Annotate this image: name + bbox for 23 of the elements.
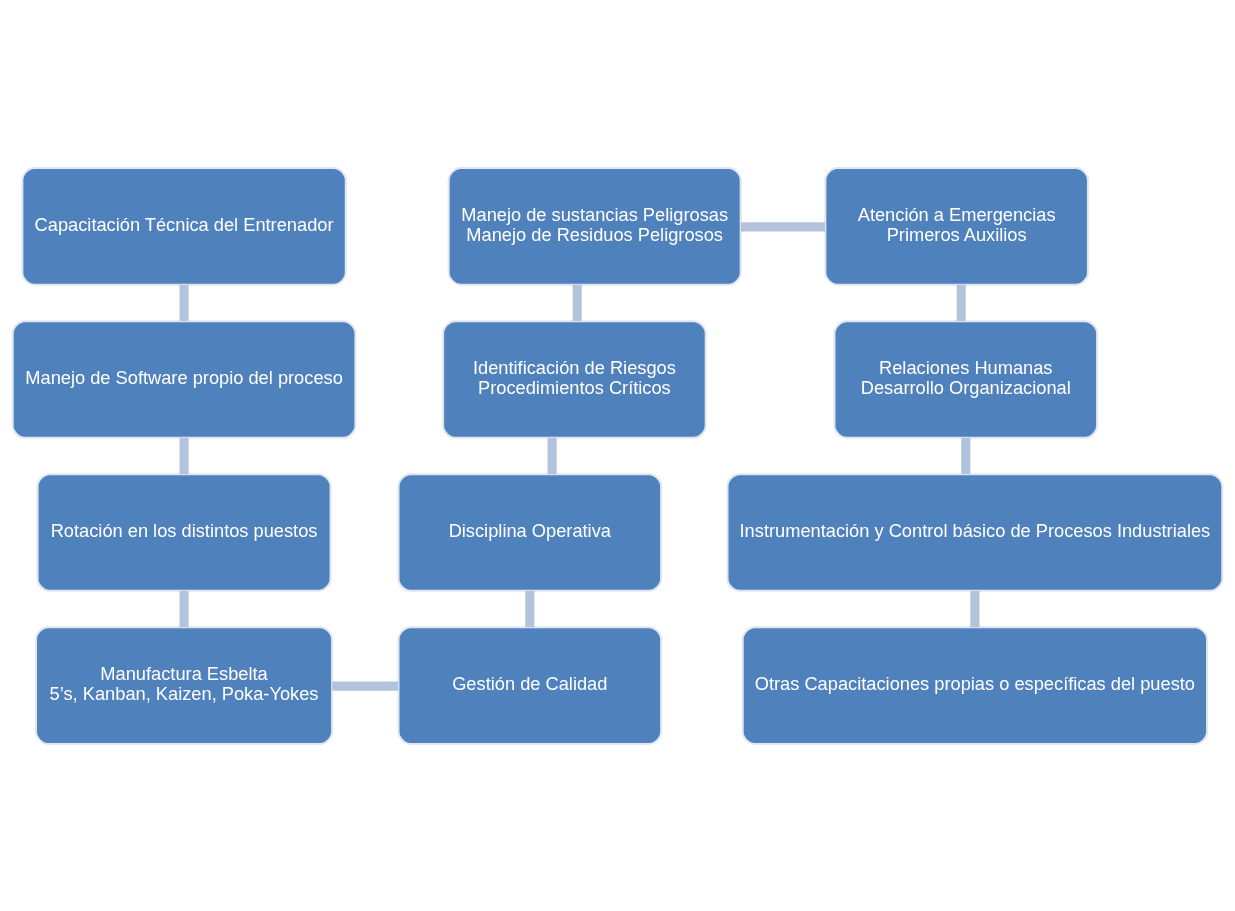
node-box: Relaciones Humanas Desarrollo Organizacional xyxy=(833,319,1099,439)
connector xyxy=(525,590,535,627)
connector xyxy=(179,437,189,474)
connector xyxy=(956,284,966,321)
node-box: Gestión de Calidad xyxy=(397,625,663,745)
connector xyxy=(740,221,826,231)
node-box: Atención a Emergencias Primeros Auxilios xyxy=(824,166,1089,286)
node-box: Instrumentación y Control básico de Procesos Industriales xyxy=(726,472,1224,592)
connector xyxy=(961,437,971,474)
connector xyxy=(179,284,189,321)
node-box: Rotación en los distintos puestos xyxy=(36,472,332,592)
node-box: Capacitación Técnica del Entrenador xyxy=(21,166,347,286)
connector xyxy=(970,590,980,627)
node-box: Manufactura Esbelta 5’s, Kanban, Kaizen, Poka-Yokes xyxy=(35,625,334,745)
connector xyxy=(572,284,582,321)
node-box: Otras Capacitaciones propias o específicas del puesto xyxy=(741,625,1209,745)
connector xyxy=(179,590,189,627)
node-box: Disciplina Operativa xyxy=(397,472,663,592)
connector xyxy=(547,437,557,474)
connector xyxy=(332,681,399,691)
node-box: Manejo de Software propio del proceso xyxy=(11,319,357,439)
node-box: Manejo de sustancias Peligrosas Manejo de Residuos Peligrosos xyxy=(447,166,742,286)
node-box: Identificación de Riesgos Procedimientos Críticos xyxy=(442,319,707,439)
